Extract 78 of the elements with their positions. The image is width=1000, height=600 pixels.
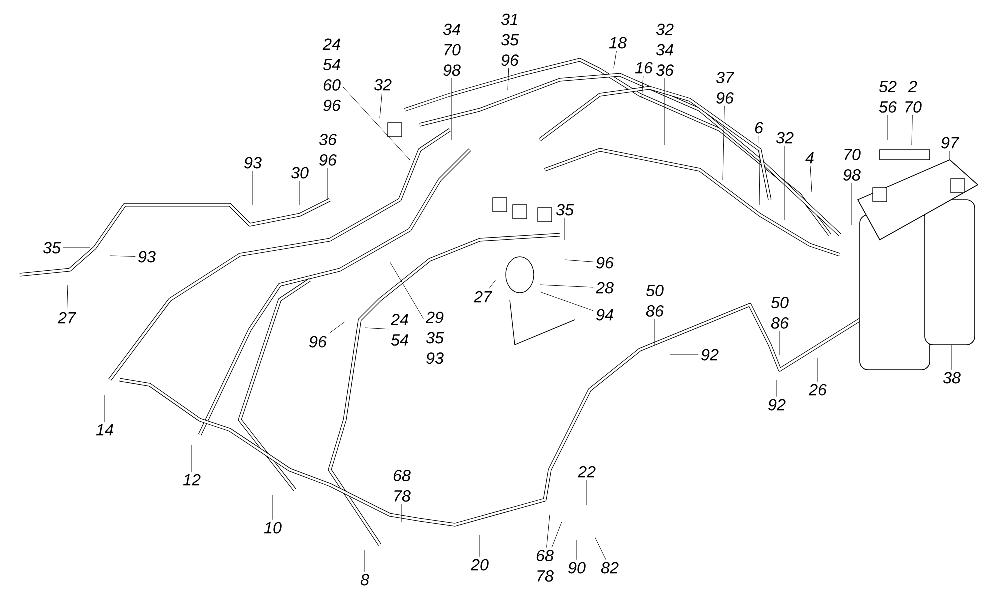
callout-number: 50 86 bbox=[646, 285, 664, 317]
leader-line bbox=[654, 319, 656, 346]
callout-number: 18 bbox=[609, 37, 627, 49]
callout-number: 94 bbox=[596, 309, 614, 321]
callout-number: 38 bbox=[943, 372, 961, 384]
leader-line bbox=[546, 514, 550, 548]
callout-number: 20 bbox=[470, 559, 489, 571]
leader-line bbox=[364, 550, 366, 572]
callout-number: 96 bbox=[596, 257, 614, 269]
callout-number: 31 35 96 bbox=[501, 14, 520, 66]
callout-number: 24 54 60 96 bbox=[322, 38, 341, 112]
leader-line bbox=[912, 115, 913, 146]
callout-number: 90 bbox=[568, 562, 586, 574]
callout-number: 22 bbox=[578, 466, 596, 478]
leader-line bbox=[540, 284, 594, 288]
callout-number: 92 bbox=[702, 349, 719, 361]
leader-line bbox=[488, 280, 496, 290]
callout-number: 96 bbox=[310, 336, 327, 348]
callout-number: 35 bbox=[556, 204, 574, 216]
callout-number: 28 bbox=[596, 282, 614, 294]
leader-line bbox=[380, 92, 382, 118]
callout-number: 37 96 bbox=[716, 72, 734, 104]
leader-line bbox=[328, 322, 346, 334]
callout-number: 36 96 bbox=[319, 134, 337, 166]
callout-number: 50 86 bbox=[771, 297, 789, 329]
leader-line bbox=[272, 494, 274, 520]
callout-number: 93 bbox=[244, 157, 262, 169]
callout-number: 92 bbox=[768, 399, 786, 411]
callout-number: 8 bbox=[360, 574, 370, 586]
callout-number: 35 bbox=[43, 242, 62, 254]
leader-line bbox=[664, 78, 666, 146]
callout-number: 32 bbox=[776, 132, 794, 144]
callout-number: 10 bbox=[264, 522, 282, 534]
callout-number: 68 78 bbox=[394, 470, 411, 502]
leader-line bbox=[642, 76, 644, 98]
callout-number: 12 bbox=[183, 474, 201, 486]
callout-number: 97 bbox=[942, 137, 960, 149]
leader-line bbox=[110, 256, 136, 257]
leader-line bbox=[364, 328, 389, 330]
leader-line bbox=[594, 536, 606, 560]
callout-number: 16 bbox=[635, 62, 653, 74]
callout-number: 29 35 93 bbox=[426, 312, 444, 364]
callout-number: 82 bbox=[601, 562, 619, 574]
leader-line bbox=[104, 394, 106, 422]
callout-number: 32 bbox=[374, 79, 392, 91]
callout-number: 24 54 bbox=[390, 314, 408, 346]
callout-number: 27 bbox=[474, 291, 492, 303]
callout-number: 27 bbox=[58, 312, 76, 324]
leader-line bbox=[552, 522, 562, 548]
leader-line bbox=[784, 146, 786, 220]
leader-line bbox=[564, 260, 594, 262]
leader-line bbox=[67, 284, 68, 310]
leader-line bbox=[670, 354, 699, 356]
callout-number: 4 bbox=[806, 152, 814, 164]
leader-line bbox=[614, 50, 617, 68]
callout-number: 26 bbox=[808, 384, 827, 396]
leader-line bbox=[343, 87, 410, 160]
leader-line bbox=[810, 166, 812, 192]
callout-number: 52 56 bbox=[879, 81, 897, 113]
callout-number: 93 bbox=[138, 251, 156, 263]
callout-number: 68 78 bbox=[536, 550, 554, 582]
leader-line bbox=[540, 292, 594, 312]
callout-number: 70 98 bbox=[844, 149, 861, 181]
leader-line bbox=[508, 68, 510, 90]
leader-line bbox=[252, 170, 254, 206]
leader-line bbox=[722, 106, 725, 180]
callout-number: 2 70 bbox=[906, 81, 922, 113]
leader-line bbox=[758, 136, 760, 206]
leader-line bbox=[576, 540, 578, 560]
callout-number: 32 34 36 bbox=[656, 24, 674, 76]
leader-line bbox=[390, 262, 424, 320]
callout-number: 14 bbox=[96, 424, 114, 436]
leader-line bbox=[586, 480, 588, 506]
leader-line bbox=[776, 380, 778, 398]
leader-line bbox=[564, 218, 566, 240]
callout-number: 34 70 98 bbox=[443, 24, 461, 76]
callout-number: 30 bbox=[291, 167, 309, 179]
callout-number: 6 bbox=[755, 122, 764, 134]
